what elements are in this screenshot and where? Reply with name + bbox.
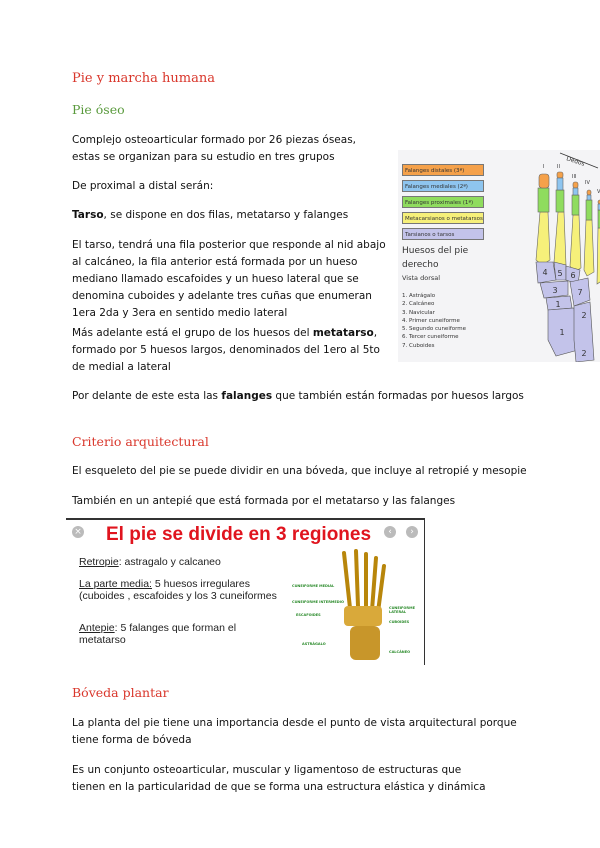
text: Por delante de este esta las (72, 390, 222, 402)
toe-numeral: III (572, 174, 576, 180)
legend-item: Tarsianos o tarsos (402, 228, 484, 240)
figure-title: El pie se divide en 3 regiones (106, 524, 372, 545)
paragraph: De proximal a distal serán: (72, 180, 214, 192)
dedos-label: Dedos (565, 155, 585, 168)
text: : astragalo y calcaneo (118, 556, 221, 568)
toe-numeral: I (543, 164, 544, 170)
bone-label: CUNEIFORME INTERMEDIO (292, 600, 344, 604)
label: Antepie (79, 622, 115, 634)
label: Retropie (79, 556, 119, 568)
bone-number: 1 (559, 328, 564, 337)
foot-regions-figure: × ‹ › El pie se divide en 3 regiones Ret… (66, 518, 425, 665)
list-item: 3. Navicular (402, 309, 435, 316)
bone-label: CALCÁNEO (389, 650, 411, 654)
list-item: 2. Calcáneo (402, 301, 435, 308)
toe-numeral: II (557, 164, 560, 170)
legend-item: Falanges proximales (1ª) (402, 196, 484, 208)
bold-term: Tarso (72, 209, 104, 221)
figure-subtitle: Vista dorsal (402, 274, 441, 282)
paragraph: La planta del pie tiene una importancia … (72, 717, 517, 746)
paragraph: El tarso, tendrá una fila posterior que … (72, 239, 386, 319)
figure-title: Huesos del pie (402, 246, 469, 256)
bone-number: 5 (557, 269, 562, 278)
close-icon: × (72, 526, 84, 538)
bold-term: metatarso (312, 327, 374, 339)
paragraph: También en un antepié que está formada p… (72, 495, 456, 507)
text: , formado por 5 huesos largos, denominad… (72, 327, 380, 373)
toe-numeral: V (597, 189, 600, 195)
bone-number: 6 (570, 271, 575, 280)
paragraph: Más adelante está el grupo de los huesos… (72, 325, 382, 376)
bone-label: CUNEIFORME MEDIAL (292, 584, 335, 588)
foot-illustration: Dedos (535, 152, 600, 362)
text: que también están formadas por huesos la… (272, 390, 524, 402)
legend-item: Metacarsianos o metatarsos (402, 212, 484, 224)
text: 5 huesos irregulares (cuboides , escafoi… (79, 578, 277, 602)
paragraph: Es un conjunto osteoarticular, muscular … (72, 764, 486, 793)
list-item: 4. Primer cuneiforme (402, 317, 460, 324)
chevron-right-icon: › (406, 526, 418, 538)
media-text: La parte media: 5 huesos irregulares (cu… (79, 578, 279, 602)
bone-label: ASTRÁGALO (302, 642, 326, 646)
heading-boveda-plantar: Bóveda plantar (72, 685, 169, 700)
toe-numeral: IV (585, 180, 590, 186)
bone-number: 1 (555, 300, 560, 309)
bone-number: 4 (542, 268, 547, 277)
chevron-left-icon: ‹ (384, 526, 396, 538)
legend-item: Falanges mediales (2ª) (402, 180, 484, 192)
bone-number: 3 (552, 286, 557, 295)
list-item: 7. Cuboides (402, 342, 435, 349)
label: La parte media: (79, 578, 152, 590)
foot-bones-figure: Falanges distales (3ª) Falanges mediales… (398, 150, 600, 362)
retropie-text: Retropie: astragalo y calcaneo (79, 556, 279, 568)
bone-label: CUBOIDES (389, 620, 410, 624)
document-title: Pie y marcha humana (72, 71, 215, 86)
bone-number: 7 (577, 288, 582, 297)
text: : 5 falanges que forman el metatarso (79, 622, 237, 646)
foot-skeleton-illustration (342, 549, 386, 660)
bone-label: CUNEIFORME LATERAL (389, 606, 415, 614)
heading-criterio-arquitectural: Criterio arquitectural (72, 434, 209, 449)
list-item: 5. Segundo cuneiforme (402, 326, 467, 333)
antepie-text: Antepie: 5 falanges que forman el metata… (79, 622, 279, 646)
paragraph: Por delante de este esta las falanges qu… (72, 388, 524, 405)
paragraph: El esqueleto del pie se puede dividir en… (72, 465, 527, 477)
bone-list: 1. Astrágalo 2. Calcáneo 3. Navicular 4.… (402, 292, 466, 350)
bold-term: falanges (221, 390, 273, 402)
bone-number: 2 (581, 311, 586, 320)
text: Más adelante está el grupo de los huesos… (72, 327, 313, 339)
paragraph: Complejo osteoarticular formado por 26 p… (72, 134, 356, 163)
list-item: 6. Tercer cuneiforme (402, 334, 459, 341)
text: , se dispone en dos filas, metatarso y f… (103, 209, 349, 221)
paragraph: Tarso, se dispone en dos filas, metatars… (72, 207, 348, 224)
legend-item: Falanges distales (3ª) (402, 164, 484, 176)
bone-number: 2 (581, 349, 586, 358)
figure-title: derecho (402, 260, 439, 270)
heading-pie-oseo: Pie óseo (72, 102, 125, 117)
bone-label: ESCAFOIDES (296, 613, 321, 617)
list-item: 1. Astrágalo (402, 293, 436, 299)
